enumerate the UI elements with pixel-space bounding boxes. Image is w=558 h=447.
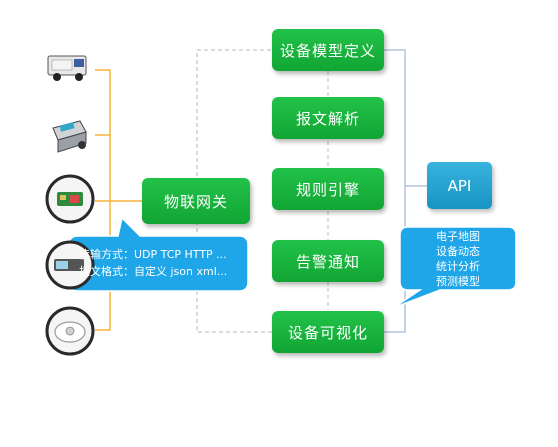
visual-feature-item: 统计分析: [436, 260, 480, 273]
sensor-module-icon: [45, 174, 95, 224]
truck-icon: [47, 55, 87, 81]
api-bracket-line: [384, 49, 406, 333]
alarm-notification-step[interactable]: 告警通知: [272, 240, 384, 282]
protocol-transport-text: 传输方式：UDP TCP HTTP ...: [79, 248, 227, 261]
usb-device-icon: [45, 240, 95, 290]
scanner-icon: [52, 120, 87, 153]
visual-feature-list: 电子地图 设备动态 统计分析 预测模型: [400, 229, 516, 289]
message-parsing-step[interactable]: 报文解析: [272, 97, 384, 139]
visual-feature-item: 设备动态: [436, 245, 480, 258]
visual-feature-item: 电子地图: [436, 230, 480, 243]
smoke-detector-icon: [45, 306, 95, 356]
device-bracket-line: [95, 69, 142, 331]
iot-gateway-box[interactable]: 物联网关: [142, 178, 250, 224]
visual-bubble: [392, 226, 517, 309]
protocol-format-text: 报文格式：自定义 json xml...: [79, 265, 228, 278]
device-visualization-step[interactable]: 设备可视化: [272, 311, 384, 353]
api-box[interactable]: API: [427, 162, 492, 209]
device-model-definition-step[interactable]: 设备模型定义: [272, 29, 384, 71]
visual-feature-item: 预测模型: [436, 275, 480, 288]
rule-engine-step[interactable]: 规则引擎: [272, 168, 384, 210]
gateway-to-define-line: [196, 49, 272, 183]
